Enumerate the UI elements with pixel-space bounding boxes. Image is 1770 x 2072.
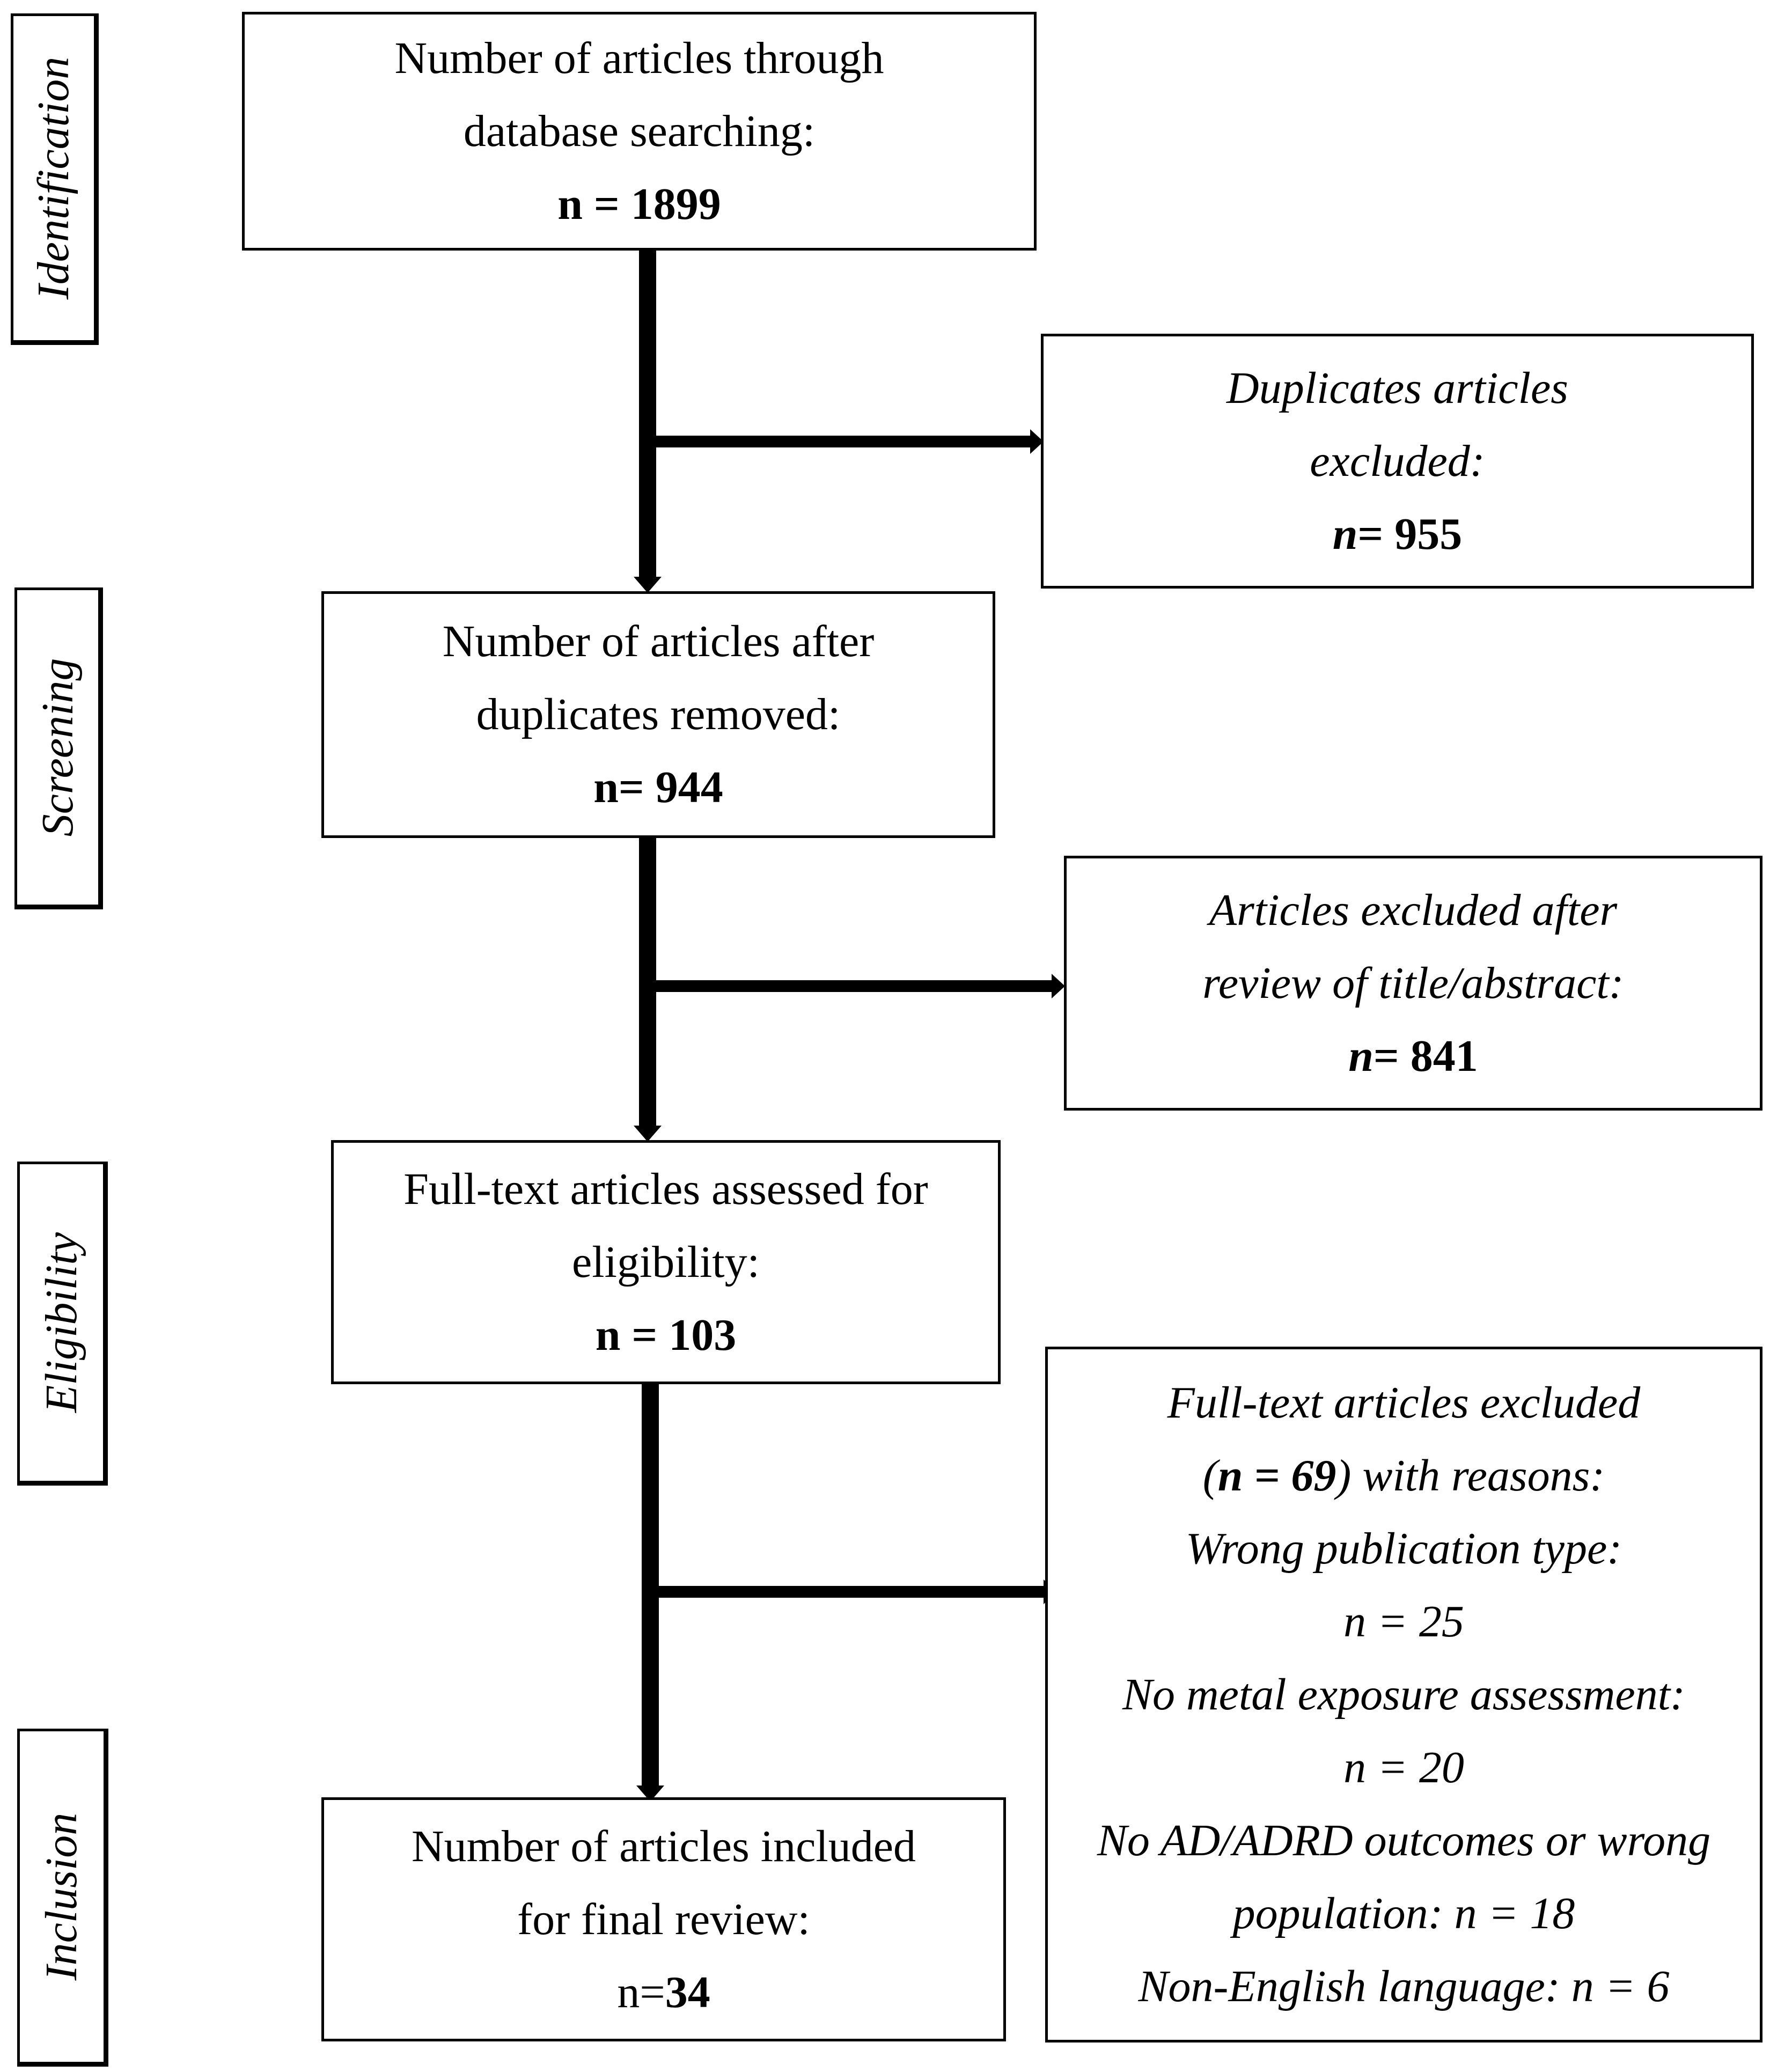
identified-line2: database searching:: [463, 106, 816, 156]
duplicates-line2: excluded:: [1310, 436, 1485, 486]
included-count-line: n=34: [617, 1956, 710, 2029]
duplicates-count: = 955: [1357, 509, 1463, 559]
arrow-identified-to-after-duplicates: [639, 248, 656, 581]
box-after-duplicates: Number of articles after duplicates remo…: [321, 591, 995, 838]
duplicates-n-label: n: [1332, 509, 1358, 559]
title-abstract-count-line: n= 841: [1348, 1020, 1478, 1093]
arrowhead-duplicates: [1030, 429, 1044, 454]
identified-line1: Number of articles through: [394, 33, 884, 83]
title-abstract-line1: Articles excluded after: [1209, 885, 1618, 935]
full-text-line2: eligibility:: [572, 1237, 760, 1287]
stage-identification: Identification: [11, 13, 99, 345]
included-count: 34: [665, 1967, 710, 2017]
excluded-reason-7: Non-English language: n = 6: [1138, 1961, 1670, 2011]
stage-screening: Screening: [14, 587, 103, 909]
duplicates-line1: Duplicates articles: [1226, 363, 1568, 413]
arrowhead-title-abstract: [1052, 974, 1065, 998]
arrow-to-excluded-full-text: [650, 1586, 1047, 1598]
excluded-reason-2: n = 25: [1343, 1596, 1464, 1647]
arrowhead-after-duplicates-down: [634, 1126, 662, 1142]
after-duplicates-count: n= 944: [593, 762, 723, 812]
title-abstract-count: = 841: [1373, 1031, 1478, 1081]
full-text-line1: Full-text articles assessed for: [403, 1164, 928, 1214]
arrowhead-full-text-down: [636, 1786, 664, 1802]
excluded-reason-6: population: n = 18: [1232, 1888, 1575, 1938]
stage-inclusion: Inclusion: [17, 1729, 108, 2067]
identified-count: n = 1899: [557, 179, 721, 229]
after-duplicates-line1: Number of articles after: [442, 616, 875, 666]
box-excluded-full-text: Full-text articles excluded (n = 69) wit…: [1045, 1347, 1762, 2042]
title-abstract-line2: review of title/abstract:: [1202, 958, 1624, 1008]
title-abstract-n-label: n: [1348, 1031, 1374, 1081]
box-identified: Number of articles through database sear…: [242, 12, 1037, 251]
excluded-reason-1: Wrong publication type:: [1185, 1523, 1622, 1574]
arrow-to-duplicates: [648, 436, 1034, 447]
excluded-reason-5: No AD/ADRD outcomes or wrong: [1097, 1815, 1711, 1865]
box-included: Number of articles included for final re…: [321, 1797, 1006, 2041]
box-full-text: Full-text articles assessed for eligibil…: [331, 1140, 1001, 1384]
included-line1: Number of articles included: [412, 1821, 916, 1871]
excluded-open-paren: (: [1202, 1450, 1218, 1501]
excluded-with-reasons: ) with reasons:: [1336, 1450, 1605, 1501]
excluded-reason-4: n = 20: [1343, 1742, 1464, 1792]
after-duplicates-line2: duplicates removed:: [476, 689, 841, 739]
arrow-full-text-to-included: [642, 1382, 659, 1789]
included-line2: for final review:: [517, 1894, 810, 1944]
excluded-count: n = 69: [1217, 1450, 1336, 1501]
full-text-count: n = 103: [595, 1310, 737, 1360]
excluded-count-line: (n = 69) with reasons:: [1203, 1439, 1605, 1512]
box-title-abstract: Articles excluded after review of title/…: [1064, 856, 1762, 1111]
excluded-line1: Full-text articles excluded: [1167, 1377, 1641, 1428]
stage-eligibility: Eligibility: [17, 1162, 108, 1486]
included-n-prefix: n=: [617, 1967, 665, 2017]
box-duplicates: Duplicates articles excluded: n= 955: [1041, 334, 1754, 589]
duplicates-count-line: n= 955: [1333, 498, 1463, 571]
arrow-to-title-abstract: [648, 980, 1055, 992]
excluded-reason-3: No metal exposure assessment:: [1122, 1669, 1686, 1720]
arrowhead-identified-down: [634, 577, 662, 593]
